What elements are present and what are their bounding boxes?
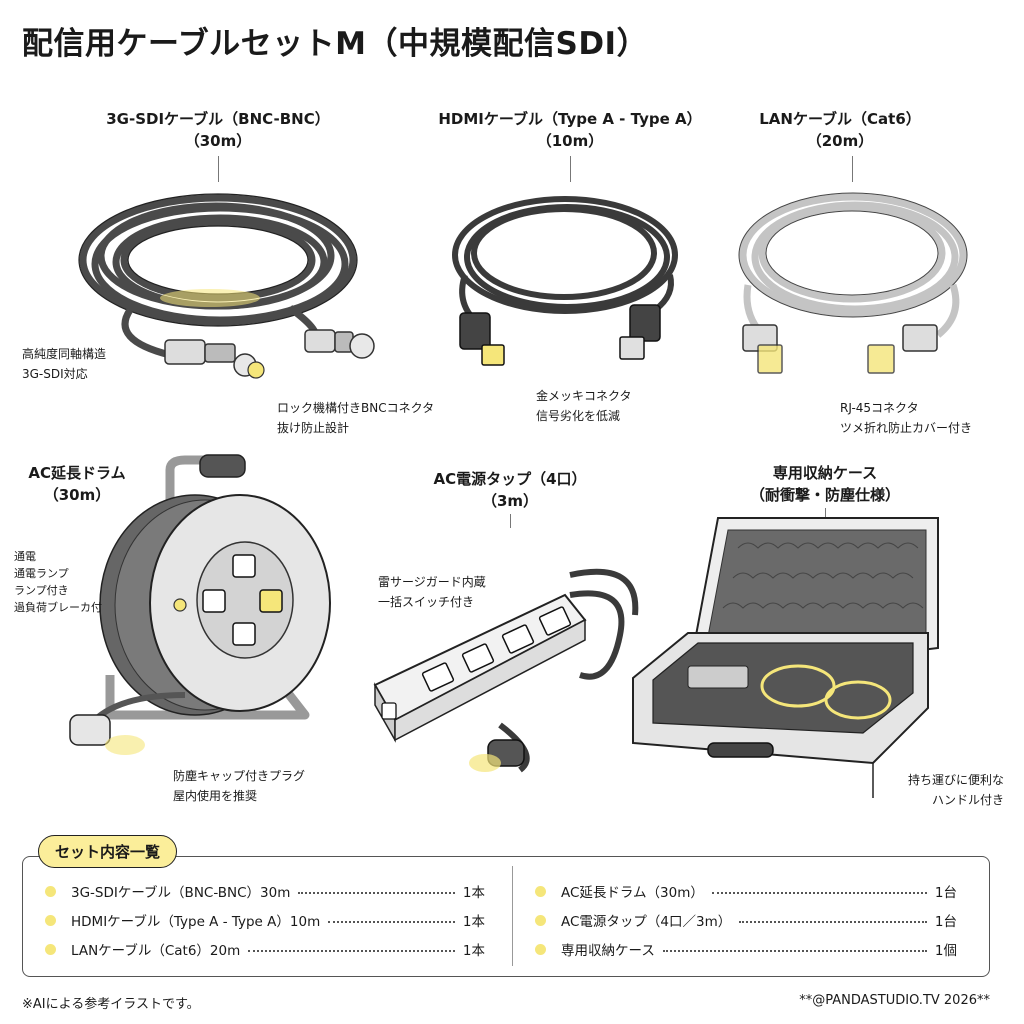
drum-note-lamp: 通電 通電ランプ ランプ付き 過負荷ブレーカ付 bbox=[14, 550, 102, 614]
sdi-spec: （30m） bbox=[184, 132, 252, 150]
case-spec: （耐衝撃・防塵仕様） bbox=[749, 486, 900, 504]
case-note: 持ち運びに便利な ハンドル付き bbox=[907, 773, 1004, 807]
summary-item-left-2: LANケーブル（Cat6）20m 1本 bbox=[45, 938, 485, 960]
sdi-caption: 3G-SDIケーブル（BNC-BNC） （30m） bbox=[90, 108, 346, 152]
page-title: 配信用ケーブルセットM（中規模配信SDI） bbox=[22, 26, 649, 62]
drum-outlets bbox=[202, 554, 283, 646]
hdmi-note: 金メッキコネクタ 信号劣化を低減 bbox=[536, 389, 632, 423]
bnc-connector-left bbox=[164, 339, 265, 379]
lan-caption: LANケーブル（Cat6） （20m） bbox=[740, 108, 940, 152]
dotted-leader bbox=[248, 950, 455, 952]
lan-note: RJ-45コネクタ ツメ折れ防止カバー付き bbox=[840, 401, 973, 435]
hdmi-connector-left bbox=[459, 312, 505, 366]
lan-cable-illustration bbox=[738, 192, 968, 374]
rj45-connector-left bbox=[742, 324, 783, 374]
cable-drum-illustration bbox=[69, 454, 331, 755]
hdmi-connector-right bbox=[619, 304, 661, 360]
strip-name: AC電源タップ（4口） bbox=[433, 470, 587, 488]
lan-caption-pointer bbox=[852, 156, 853, 182]
bnc-connector-right bbox=[304, 329, 375, 359]
summary-divider bbox=[512, 866, 513, 966]
sdi-caption-pointer bbox=[218, 156, 219, 182]
case-caption: 専用収納ケース （耐衝撃・防塵仕様） bbox=[740, 462, 910, 506]
case-caption-pointer bbox=[825, 508, 826, 522]
dotted-leader bbox=[298, 892, 455, 894]
disclaimer: ※AIによる参考イラストです。 bbox=[22, 997, 200, 1012]
bullet-icon bbox=[45, 914, 56, 926]
drum-note-plug: 防塵キャップ付きプラグ 屋内使用を推奨 bbox=[173, 769, 306, 803]
summary-item-right-0: AC延長ドラム（30m） 1台 bbox=[535, 880, 957, 902]
hdmi-caption: HDMIケーブル（Type A - Type A） （10m） bbox=[430, 108, 710, 152]
rj45-connector-right bbox=[867, 324, 938, 374]
summary-item-left-1: HDMIケーブル（Type A - Type A）10m 1本 bbox=[45, 909, 485, 931]
hdmi-caption-pointer bbox=[570, 156, 571, 182]
case-name: 専用収納ケース bbox=[772, 464, 878, 482]
dotted-leader bbox=[711, 892, 927, 894]
strip-caption: AC電源タップ（4口） （3m） bbox=[420, 468, 600, 512]
summary-item-right-2: 専用収納ケース 1個 bbox=[535, 938, 957, 960]
strip-note: 雷サージガード内蔵 一括スイッチ付き bbox=[378, 575, 486, 609]
summary-item-right-1: AC電源タップ（4口／3m） 1台 bbox=[535, 909, 957, 931]
bullet-icon bbox=[45, 943, 56, 955]
sdi-note-coax: 高純度同軸構造 3G-SDI対応 bbox=[22, 347, 107, 381]
drum-name: AC延長ドラム bbox=[28, 464, 126, 482]
bullet-icon bbox=[535, 914, 546, 926]
hdmi-cable-illustration bbox=[452, 196, 678, 366]
drum-spec: （30m） bbox=[43, 486, 111, 504]
sdi-cable-illustration bbox=[78, 193, 375, 379]
hdmi-spec: （10m） bbox=[536, 132, 604, 150]
lan-name: LANケーブル（Cat6） bbox=[759, 110, 921, 128]
summary-item-left-0: 3G-SDIケーブル（BNC-BNC）30m 1本 bbox=[45, 880, 485, 902]
bullet-icon bbox=[535, 943, 546, 955]
hdmi-name: HDMIケーブル（Type A - Type A） bbox=[438, 110, 702, 128]
summary-heading: セット内容一覧 bbox=[38, 835, 178, 868]
summary-panel bbox=[22, 856, 990, 977]
strip-caption-pointer bbox=[510, 514, 511, 528]
lan-spec: （20m） bbox=[806, 132, 874, 150]
dotted-leader bbox=[662, 950, 927, 952]
storage-case-illustration bbox=[632, 517, 939, 798]
strip-spec: （3m） bbox=[481, 492, 539, 510]
dotted-leader bbox=[328, 921, 455, 923]
sdi-note-bnc: ロック機構付きBNCコネクタ 抜け防止設計 bbox=[277, 401, 435, 435]
dotted-leader bbox=[739, 921, 927, 923]
drum-caption: AC延長ドラム （30m） bbox=[22, 462, 132, 506]
strip-outlets bbox=[421, 606, 572, 692]
power-strip-illustration bbox=[373, 568, 639, 773]
bullet-icon bbox=[535, 885, 546, 897]
credit: **@PANDASTUDIO.TV 2026** bbox=[799, 993, 990, 1008]
sdi-name: 3G-SDIケーブル（BNC-BNC） bbox=[106, 110, 330, 128]
bullet-icon bbox=[45, 885, 56, 897]
